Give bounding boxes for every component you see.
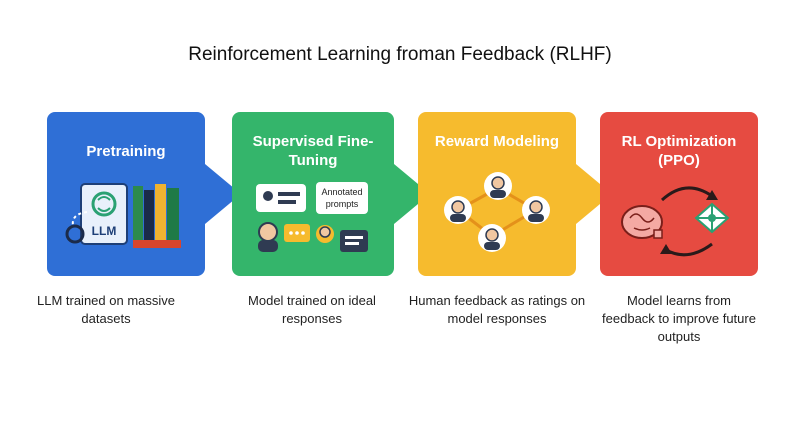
stage-label: Supervised Fine-Tuning bbox=[252, 133, 374, 169]
svg-text:Annotated: Annotated bbox=[321, 187, 362, 197]
flow-arrow-1 bbox=[205, 164, 241, 224]
stage-description-supervised-fine-tuning: Model trained on ideal responses bbox=[248, 293, 376, 326]
flow-arrow-3 bbox=[576, 164, 612, 224]
diagram-title: Reinforcement Learning froman Feedback (… bbox=[188, 44, 612, 65]
stage-label: Reward Modeling bbox=[434, 133, 560, 150]
brain-cycle-icon bbox=[621, 186, 730, 257]
stage-label: Pretraining bbox=[86, 143, 166, 160]
book-label: LLM bbox=[92, 224, 117, 238]
stage-label: RL Optimization (PPO) bbox=[621, 133, 737, 169]
book-brain-icon: LLM bbox=[65, 183, 181, 248]
flow-arrow-2 bbox=[394, 164, 430, 224]
stage-description-reward-modeling: Human feedback as ratings on model respo… bbox=[408, 293, 586, 326]
stage-supervised-fine-tuning: Supervised Fine-Tuning Annotated prompts bbox=[232, 112, 394, 276]
svg-text:prompts: prompts bbox=[326, 199, 359, 209]
people-network-icon bbox=[444, 172, 550, 252]
stage-reward-modeling: Reward Modeling bbox=[418, 112, 576, 276]
stage-description-rl-optimization: Model learns from feedback to improve fu… bbox=[602, 293, 756, 344]
stage-rl-optimization: RL Optimization (PPO) bbox=[600, 112, 758, 276]
stage-pretraining: Pretraining LLM bbox=[47, 112, 205, 276]
chat-people-icon: Annotated prompts bbox=[256, 182, 368, 252]
stage-description-pretraining: LLM trained on massive datasets bbox=[36, 293, 175, 326]
